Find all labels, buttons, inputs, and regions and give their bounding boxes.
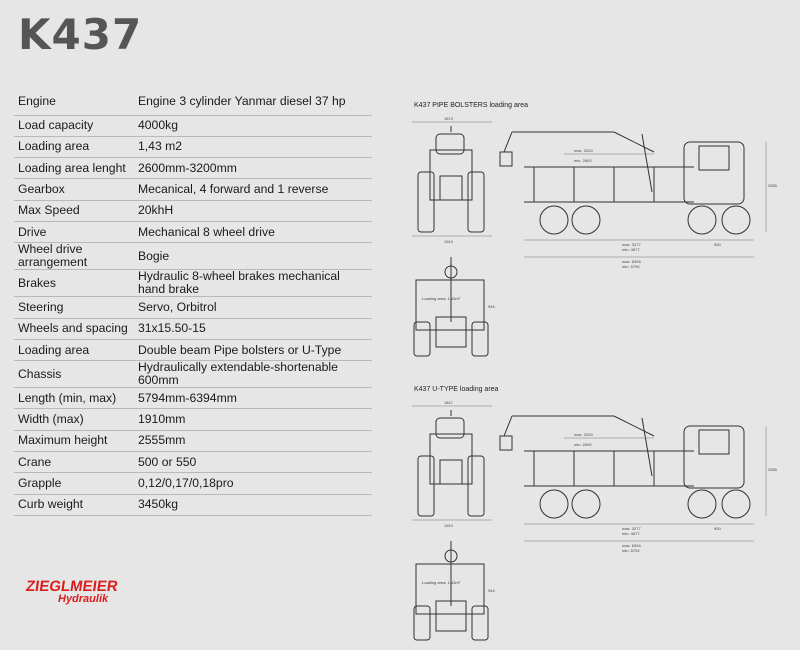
dim-wheelbase: 900 (714, 242, 721, 247)
dim-width-top: 1874 (444, 116, 454, 121)
spec-value: 500 or 550 (134, 451, 372, 474)
dim-len1b: min. 4677 (622, 247, 640, 252)
dim-len1: max. 3277 (622, 526, 641, 531)
dim-height: 2555 (768, 467, 778, 472)
u-type-drawing: 1817 1910 Loading area: 1,43m² 944 (412, 400, 778, 641)
spec-key: Steering (14, 296, 134, 319)
logo-line2: Hydraulik (58, 593, 109, 605)
spec-key: Maximum height (14, 430, 134, 453)
spec-value: 1,43 m2 (134, 136, 372, 159)
dim-width-front: 1910 (444, 523, 454, 528)
spec-value: 3450kg (134, 494, 372, 516)
spec-value: 1910mm (134, 408, 372, 431)
dim-height: 2555 (768, 183, 778, 188)
spec-key: Loading area (14, 339, 134, 362)
dim-len1: max. 3277 (622, 242, 641, 247)
spec-value: 20khH (134, 200, 372, 222)
dim-max-load: max. 3200 (574, 432, 593, 437)
spec-value: 2600mm-3200mm (134, 157, 372, 180)
dim-len2: max. 6394 (622, 259, 641, 264)
spec-value: Hydraulically extendable-shortenable 600… (134, 360, 372, 389)
spec-value: 0,12/0,17/0,18pro (134, 472, 372, 495)
spec-key: Gearbox (14, 178, 134, 201)
spec-key: Loading area lenght (14, 157, 134, 180)
spec-value: 2555mm (134, 430, 372, 453)
spec-key: Crane (14, 451, 134, 474)
top-view: Loading area: 1,43m² 944 (413, 541, 495, 641)
spec-key: Curb weight (14, 494, 134, 516)
spec-key: Max Speed (14, 200, 134, 222)
pipe-bolsters-caption: K437 PIPE BOLSTERS loading area (414, 102, 529, 109)
dim-side-height: 945 (488, 304, 495, 309)
top-view: Loading area: 1,43m² 945 (413, 257, 495, 357)
loading-area-label: Loading area: 1,43m² (422, 296, 461, 301)
spec-value: 31x15.50-15 (134, 318, 372, 340)
spec-value: Servo, Orbitrol (134, 296, 372, 319)
spec-key: Wheel drive arrangement (14, 242, 134, 271)
dim-wheelbase: 900 (714, 526, 721, 531)
spec-value: Engine 3 cylinder Yanmar diesel 37 hp (134, 89, 372, 116)
side-view: max. 3200 min. 2600 2555 900 max. 3277 m… (499, 131, 778, 269)
dim-min-load: min. 2600 (574, 158, 592, 163)
spec-value: Double beam Pipe bolsters or U-Type (134, 339, 372, 362)
dim-len2: max. 6394 (622, 543, 641, 548)
spec-value: Mechanical 8 wheel drive (134, 221, 372, 244)
dim-side-height: 944 (488, 588, 495, 593)
zieglmeier-logo: ZIEGLMEIER Hydraulik (24, 578, 136, 622)
dim-len2b: min. 5794 (622, 548, 640, 553)
spec-value: 4000kg (134, 115, 372, 137)
dim-width-top: 1817 (444, 400, 454, 405)
spec-key: Grapple (14, 472, 134, 495)
spec-key: Width (max) (14, 408, 134, 431)
spec-key: Loading area (14, 136, 134, 159)
pipe-bolsters-drawing: 1874 1910 Loading area: 1,43m² 945 (412, 116, 778, 357)
front-view: 1874 1910 (412, 116, 492, 244)
spec-key: Length (min, max) (14, 387, 134, 410)
spec-key: Wheels and spacing (14, 318, 134, 340)
loading-area-label: Loading area: 1,43m² (422, 580, 461, 585)
dim-len1b: min. 4677 (622, 531, 640, 536)
spec-key: Chassis (14, 360, 134, 389)
spec-row: Width (max)1910mm (14, 408, 372, 431)
spec-key: Engine (14, 89, 134, 116)
spec-row: Length (min, max)5794mm-6394mm (14, 387, 372, 410)
spec-value: Bogie (134, 242, 372, 271)
spec-value: Hydraulic 8-wheel brakes mechanical hand… (134, 269, 372, 298)
dim-max-load: max. 3200 (574, 148, 593, 153)
spec-key: Load capacity (14, 115, 134, 137)
front-view: 1817 1910 (412, 400, 492, 528)
spec-key: Brakes (14, 269, 134, 298)
spec-value: Mecanical, 4 forward and 1 reverse (134, 178, 372, 201)
dim-len2b: min. 5794 (622, 264, 640, 269)
spec-key: Drive (14, 221, 134, 244)
side-view: max. 3200 min. 2600 2555 900 max. 3277 m… (499, 415, 778, 553)
logo-line1: ZIEGLMEIER (24, 578, 119, 595)
dim-width-front: 1910 (444, 239, 454, 244)
u-type-caption: K437 U-TYPE loading area (414, 386, 499, 393)
spec-value: 5794mm-6394mm (134, 387, 372, 410)
dim-min-load: min. 2600 (574, 442, 592, 447)
page-title: K437 (18, 10, 143, 59)
